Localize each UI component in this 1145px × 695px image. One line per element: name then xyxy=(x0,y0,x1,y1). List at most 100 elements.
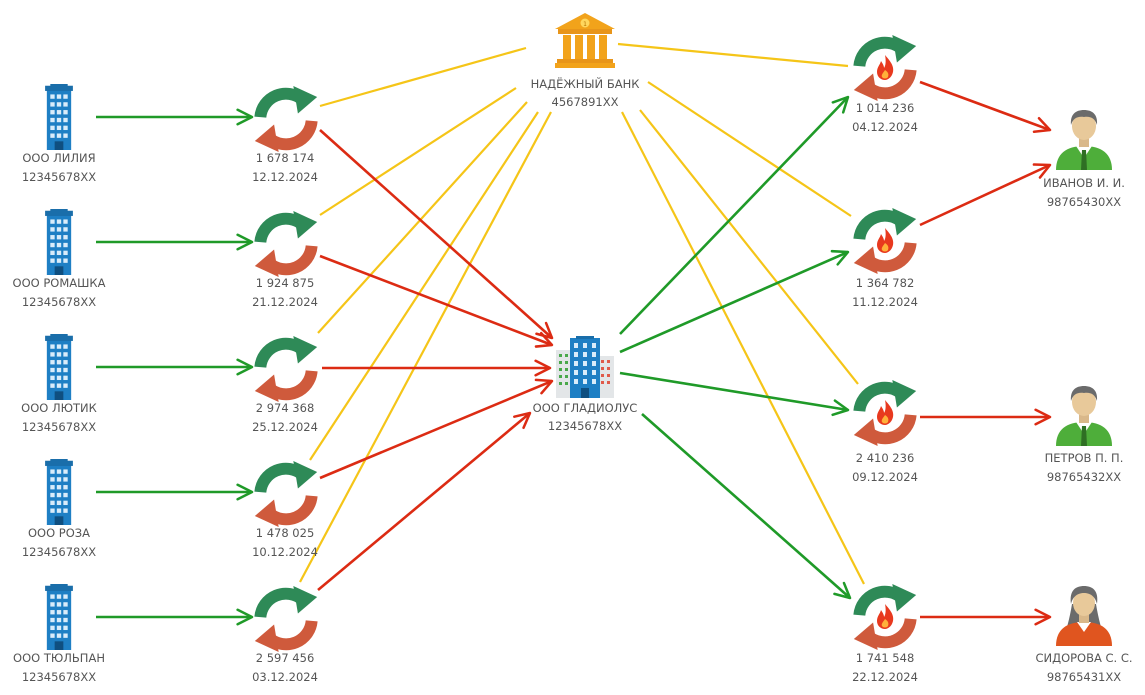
outgoing-transaction[interactable]: 1 014 236 04.12.2024 xyxy=(852,35,918,134)
outgoing-transaction[interactable]: 1 364 782 11.12.2024 xyxy=(852,208,918,309)
source-node[interactable]: ООО ЛЮТИК 12345678XX xyxy=(21,334,97,434)
source-name: ООО ЛИЛИЯ xyxy=(22,151,95,165)
transaction-date: 10.12.2024 xyxy=(252,545,318,559)
person-name: СИДОРОВА С. С. xyxy=(1035,651,1132,665)
transfer-arrow xyxy=(919,163,1052,227)
person-node[interactable]: СИДОРОВА С. С. 98765431XX xyxy=(1035,586,1133,684)
fire-icon xyxy=(877,400,894,425)
person-node[interactable]: ИВАНОВ И. И. 98765430XX xyxy=(1043,110,1125,209)
transfer-arrow xyxy=(319,254,554,348)
bank-link xyxy=(621,111,865,585)
cycle-icon xyxy=(255,86,317,152)
bank-account: 4567891XX xyxy=(552,95,619,109)
transaction-date: 12.12.2024 xyxy=(252,170,318,184)
svg-text:1: 1 xyxy=(583,21,587,28)
cycle-icon xyxy=(255,461,317,527)
incoming-transaction[interactable]: 1 678 174 12.12.2024 xyxy=(252,86,318,184)
transfer-arrow xyxy=(317,411,532,591)
source-inn: 12345678XX xyxy=(22,420,96,434)
bank-link xyxy=(639,109,859,385)
outgoing-transaction[interactable]: 2 410 236 09.12.2024 xyxy=(852,380,918,484)
person-name: ИВАНОВ И. И. xyxy=(1043,176,1125,190)
hub-name: ООО ГЛАДИОЛУС xyxy=(533,401,638,415)
fire-icon xyxy=(877,228,894,253)
outgoing-transaction[interactable]: 1 741 548 22.12.2024 xyxy=(852,584,918,684)
transfer-arrow xyxy=(919,80,1052,134)
bank-link xyxy=(617,42,849,68)
source-name: ООО ТЮЛЬПАН xyxy=(13,651,105,665)
hub-node[interactable]: ООО ГЛАДИОЛУС 12345678XX xyxy=(533,336,638,433)
office-building-icon xyxy=(45,209,73,275)
transfer-arrow xyxy=(319,378,554,480)
transaction-date: 03.12.2024 xyxy=(252,670,318,684)
transaction-amount: 2 597 456 xyxy=(256,651,315,665)
source-name: ООО ЛЮТИК xyxy=(21,401,97,415)
source-inn: 12345678XX xyxy=(22,545,96,559)
person-inn: 98765432XX xyxy=(1047,470,1121,484)
office-building-icon xyxy=(45,334,73,400)
bank-link xyxy=(299,111,552,583)
incoming-transaction[interactable]: 1 924 875 21.12.2024 xyxy=(252,211,318,309)
transaction-date: 21.12.2024 xyxy=(252,295,318,309)
transaction-amount: 1 924 875 xyxy=(256,276,315,290)
source-node[interactable]: ООО РОЗА 12345678XX xyxy=(22,459,96,559)
person-male-icon xyxy=(1056,110,1112,170)
bank-name: НАДЁЖНЫЙ БАНК xyxy=(531,76,640,91)
cycle-icon xyxy=(255,336,317,402)
transfer-arrow xyxy=(619,371,850,417)
bank-link xyxy=(309,111,539,461)
transfer-arrow xyxy=(641,413,852,600)
office-building-icon xyxy=(45,584,73,650)
source-name: ООО РОЗА xyxy=(28,526,90,540)
incoming-transaction[interactable]: 2 597 456 03.12.2024 xyxy=(252,586,318,684)
transaction-date: 25.12.2024 xyxy=(252,420,318,434)
transaction-amount: 1 741 548 xyxy=(856,651,915,665)
source-inn: 12345678XX xyxy=(22,170,96,184)
person-name: ПЕТРОВ П. П. xyxy=(1045,451,1124,465)
office-building-icon xyxy=(45,84,73,150)
office-buildings-icon xyxy=(556,336,614,398)
transaction-amount: 1 478 025 xyxy=(256,526,315,540)
incoming-transaction[interactable]: 1 478 025 10.12.2024 xyxy=(252,461,318,559)
person-node[interactable]: ПЕТРОВ П. П. 98765432XX xyxy=(1045,386,1124,484)
transaction-amount: 2 410 236 xyxy=(856,451,915,465)
cycle-icon xyxy=(255,211,317,277)
fire-icon xyxy=(877,604,894,629)
person-inn: 98765430XX xyxy=(1047,195,1121,209)
bank-links xyxy=(299,42,865,585)
office-building-icon xyxy=(45,459,73,525)
bank-link xyxy=(647,81,852,217)
source-node[interactable]: ООО ЛИЛИЯ 12345678XX xyxy=(22,84,96,184)
transaction-amount: 1 678 174 xyxy=(256,151,315,165)
transaction-date: 11.12.2024 xyxy=(852,295,918,309)
person-female-icon xyxy=(1056,586,1112,646)
incoming-transaction[interactable]: 2 974 368 25.12.2024 xyxy=(252,336,318,434)
bank-link xyxy=(319,46,527,108)
source-node[interactable]: ООО ТЮЛЬПАН 12345678XX xyxy=(13,584,105,684)
source-name: ООО РОМАШКА xyxy=(13,276,106,290)
bank-link xyxy=(319,87,517,216)
bank-icon: 1 xyxy=(555,13,615,68)
transaction-amount: 1 364 782 xyxy=(856,276,915,290)
source-inn: 12345678XX xyxy=(22,295,96,309)
hub-inn: 12345678XX xyxy=(548,419,622,433)
source-node[interactable]: ООО РОМАШКА 12345678XX xyxy=(13,209,106,309)
transaction-date: 09.12.2024 xyxy=(852,470,918,484)
transaction-date: 04.12.2024 xyxy=(852,120,918,134)
cycle-icon xyxy=(255,586,317,652)
transaction-amount: 1 014 236 xyxy=(856,101,915,115)
transfer-arrow xyxy=(619,249,850,354)
transfer-arrow xyxy=(319,129,554,340)
transaction-date: 22.12.2024 xyxy=(852,670,918,684)
person-male-icon xyxy=(1056,386,1112,446)
person-inn: 98765431XX xyxy=(1047,670,1121,684)
source-inn: 12345678XX xyxy=(22,670,96,684)
source-transfers xyxy=(96,108,254,626)
bank-link xyxy=(317,101,528,334)
fire-icon xyxy=(877,55,894,80)
transaction-amount: 2 974 368 xyxy=(256,401,315,415)
transfer-arrow xyxy=(619,95,850,335)
bank-node[interactable]: 1 НАДЁЖНЫЙ БАНК 4567891XX xyxy=(531,13,640,109)
payout-transfers xyxy=(919,80,1052,626)
